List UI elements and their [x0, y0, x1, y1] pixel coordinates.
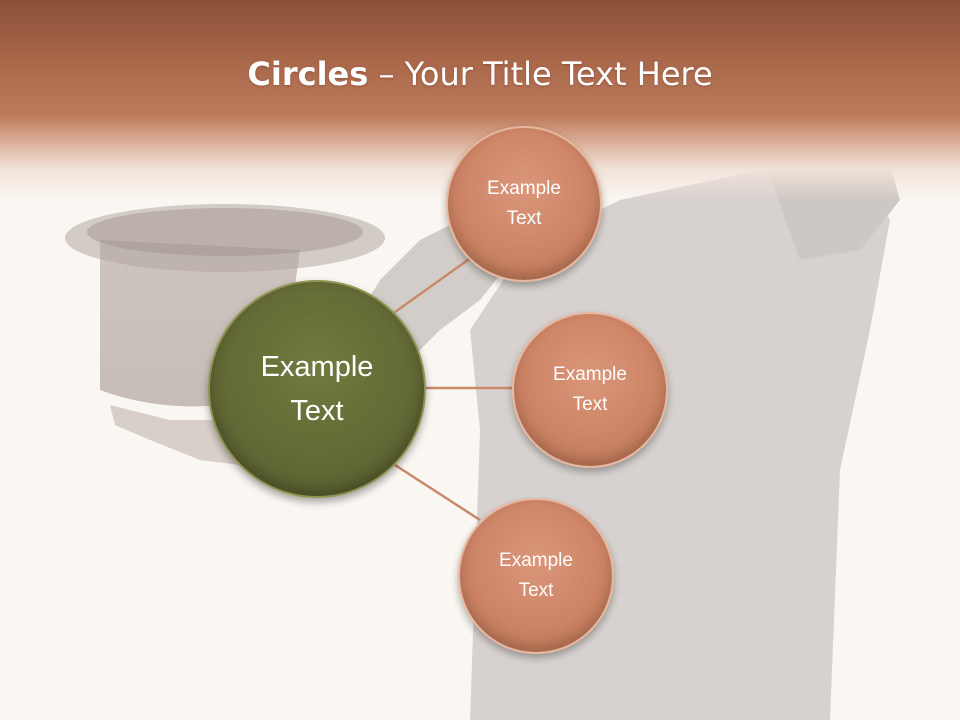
- satellite-circle-middle[interactable]: Example Text: [512, 312, 668, 468]
- connector-line-top: [394, 255, 473, 314]
- satellite-circle-label: Example Text: [553, 364, 627, 415]
- connector-line-bottom: [394, 463, 481, 522]
- satellite-circle-top[interactable]: Example Text: [446, 126, 602, 282]
- center-circle[interactable]: Example Text: [208, 280, 426, 498]
- satellite-circle-label: Example Text: [487, 178, 561, 229]
- satellite-circle-bottom[interactable]: Example Text: [458, 498, 614, 654]
- slide-title: Circles – Your Title Text Here: [0, 55, 960, 93]
- title-rest: – Your Title Text Here: [368, 55, 713, 93]
- satellite-circle-label: Example Text: [499, 550, 573, 601]
- title-bold: Circles: [247, 55, 369, 93]
- hat-brim: [65, 204, 385, 272]
- center-circle-label: Example Text: [260, 351, 374, 427]
